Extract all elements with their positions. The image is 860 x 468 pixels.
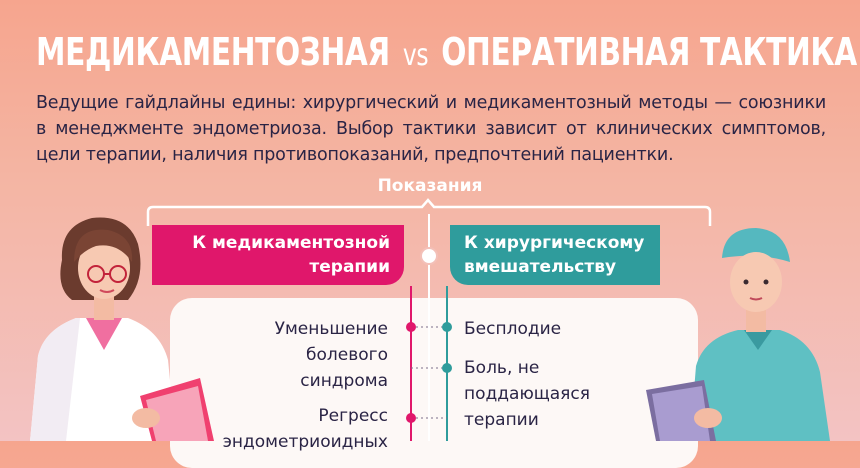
surgical-intervention-header: К хирургическому вмешательству (450, 225, 660, 285)
doctor-illustration (30, 217, 214, 441)
medical-therapy-header: К медикаментозной терапии (152, 225, 404, 285)
lead-paragraph: Ведущие гайдлайны едины: хирургический и… (36, 93, 826, 165)
title-part-medical: МЕДИКАМЕНТОЗНАЯ (36, 30, 390, 74)
left-item-pain-reduction: Уменьшение болевого синдрома (274, 319, 388, 391)
right-item-infertility: Бесплодие (464, 319, 562, 339)
title-part-surgical: ОПЕРАТИВНАЯ ТАКТИКА (441, 30, 857, 74)
section-label-indications: Показания (377, 176, 483, 196)
right-item-refractory-pain: Боль, не поддающаяся терапии (464, 358, 590, 430)
page-title: МЕДИКАМЕНТОЗНАЯ vs ОПЕРАТИВНАЯ ТАКТИКА (36, 30, 857, 74)
indications-card (170, 298, 698, 468)
surgeon-illustration (646, 228, 830, 441)
title-vs: vs (402, 38, 429, 73)
